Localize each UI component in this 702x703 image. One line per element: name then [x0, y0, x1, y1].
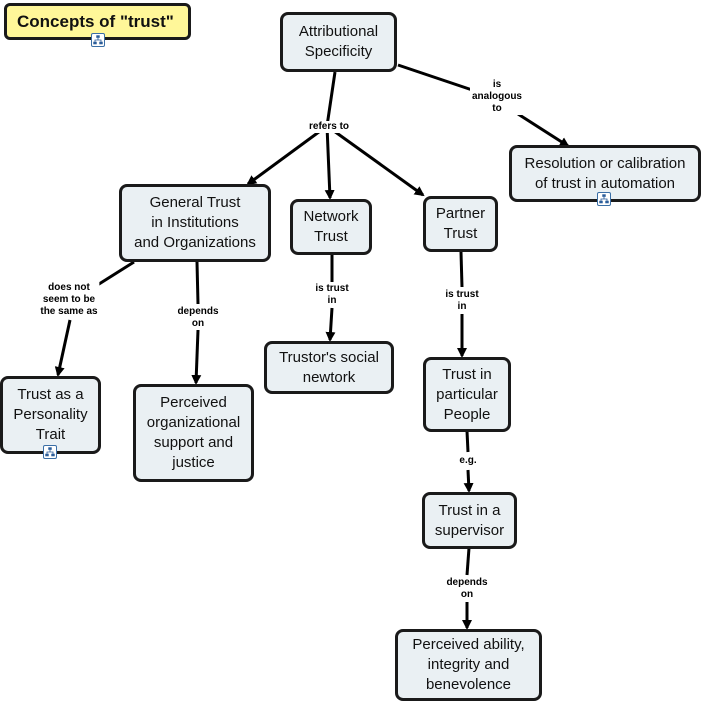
arrow-to-personality — [54, 319, 72, 377]
hierarchy-icon[interactable] — [91, 33, 105, 47]
arrow-to-perceived-support — [191, 329, 202, 385]
concept-personality-trait[interactable]: Trust as a Personality Trait — [0, 376, 101, 454]
arrow-to-social-network — [325, 307, 336, 342]
link-is-trust-in-partner[interactable]: is trust in — [443, 289, 481, 313]
link-is-trust-in-network[interactable]: is trust in — [313, 283, 351, 307]
connector-people-to-eg — [465, 430, 470, 453]
concept-social-network[interactable]: Trustor's social newtork — [264, 341, 394, 394]
arrow-to-partner-trust — [326, 124, 425, 197]
connector-supervisor-to-depends — [465, 547, 471, 576]
concept-partner-trust[interactable]: Partner Trust — [423, 196, 498, 252]
connector-attributional-to-hub — [325, 71, 337, 127]
concept-perceived-support[interactable]: Perceived organizational support and jus… — [133, 384, 254, 482]
link-does-not-seem-same[interactable]: does not seem to be the same as — [38, 282, 100, 318]
arrow-to-supervisor — [463, 469, 474, 493]
concept-ability-integrity-benevolence[interactable]: Perceived ability, integrity and benevol… — [395, 629, 542, 701]
arrow-to-network-trust — [324, 125, 335, 200]
link-depends-on-support[interactable]: depends on — [175, 306, 221, 330]
concept-supervisor[interactable]: Trust in a supervisor — [422, 492, 517, 549]
concept-resolution-calibration[interactable]: Resolution or calibration of trust in au… — [509, 145, 701, 202]
arrow-to-resolution — [517, 112, 570, 148]
link-is-analogous-to[interactable]: is analogous to — [469, 79, 525, 115]
concept-network-trust[interactable]: Network Trust — [290, 199, 372, 255]
link-refers-to[interactable]: refers to — [306, 121, 352, 133]
link-depends-on-ability[interactable]: depends on — [444, 577, 490, 601]
link-eg[interactable]: e.g. — [457, 455, 479, 467]
concept-particular-people[interactable]: Trust in particular People — [423, 357, 511, 432]
arrow-to-general-trust — [246, 124, 328, 186]
concept-general-trust[interactable]: General Trust in Institutions and Organi… — [119, 184, 271, 262]
connector-general-to-depends — [195, 261, 200, 305]
hierarchy-icon[interactable] — [43, 445, 57, 459]
hierarchy-icon[interactable] — [597, 192, 611, 206]
connector-partner-to-is-trust-in — [459, 251, 464, 288]
concept-attributional-specificity[interactable]: Attributional Specificity — [280, 12, 397, 72]
